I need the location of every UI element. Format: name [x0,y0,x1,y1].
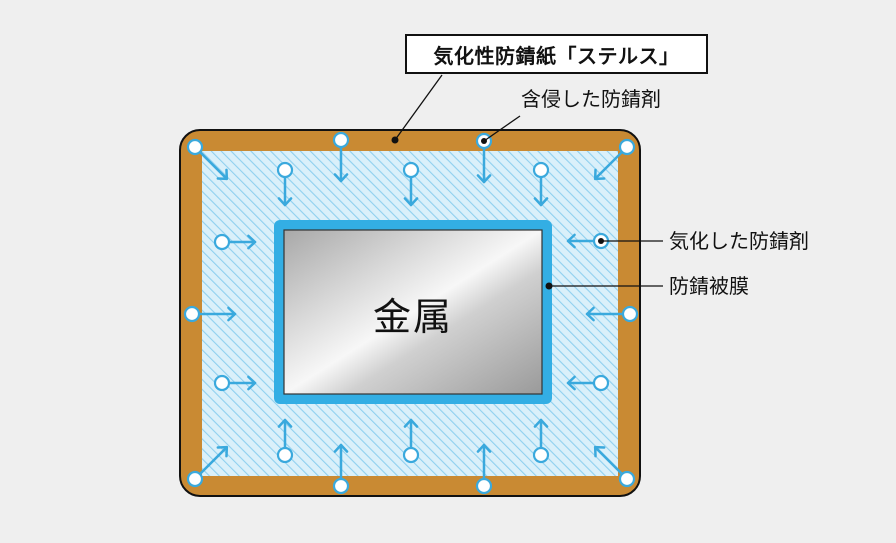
metal-block [283,229,543,395]
inhibitor-molecules [183,131,639,495]
corner-br-arrow [593,445,624,476]
bottom-edge-2-molecule [475,477,493,495]
label-vaporized-inhibitor: 気化した防錆剤 [669,229,809,253]
bottom-edge-2-arrow [476,443,492,481]
metal-label: 金属 [372,294,453,339]
diagram-title: 気化性防錆紙「ステルス」 [405,34,708,74]
corner-tr-molecule [618,138,636,156]
vapor-right-2-molecule [592,374,610,392]
corner-tl-molecule [186,138,204,156]
label-penetrating-inhibitor: 含侵した防錆剤 [521,87,661,111]
vapor-top-1-molecule [276,161,294,179]
top-edge-1-arrow [333,145,349,183]
vapor-left-1-molecule [213,233,231,251]
inhibitor-arrows [197,145,625,481]
vapor-right-2-arrow [566,375,596,391]
vapor-top-1-arrow [277,175,293,207]
vapor-top-2-arrow [403,175,419,207]
vapor-left-2-arrow [227,375,257,391]
leader-lines [394,74,663,287]
bottom-edge-1-arrow [333,443,349,481]
vapor-bottom-1-arrow [277,418,293,450]
top-edge-2-arrow [476,146,492,184]
vapor-bottom-2-molecule [402,446,420,464]
vapor-top-2-molecule [402,161,420,179]
vapor-bottom-1-molecule [276,446,294,464]
corner-bl-arrow [198,445,229,476]
vapor-bottom-3-arrow [533,418,549,450]
left-edge-molecule [183,305,201,323]
title-leader [394,74,443,141]
vapor-top-3-molecule [532,161,550,179]
vapor-right-1-arrow [566,233,596,249]
bottom-edge-1-molecule [332,477,350,495]
label-protective-film: 防錆被膜 [669,274,749,298]
leader-dots [391,136,604,290]
vapor-left-1-arrow [227,234,257,250]
vapor-left-2-molecule [213,374,231,392]
top-edge-1-molecule [332,131,350,149]
corner-tr-arrow [593,150,624,181]
vapor-bottom-3-molecule [532,446,550,464]
right-edge-molecule [621,305,639,323]
vapor-bottom-2-arrow [403,418,419,450]
penetrating-leader [483,115,521,142]
corner-tl-arrow [198,150,229,181]
vapor-top-3-arrow [533,175,549,207]
corner-br-molecule [618,470,636,488]
right-edge-arrow [585,306,625,322]
left-edge-arrow [197,306,237,322]
corner-bl-molecule [186,470,204,488]
